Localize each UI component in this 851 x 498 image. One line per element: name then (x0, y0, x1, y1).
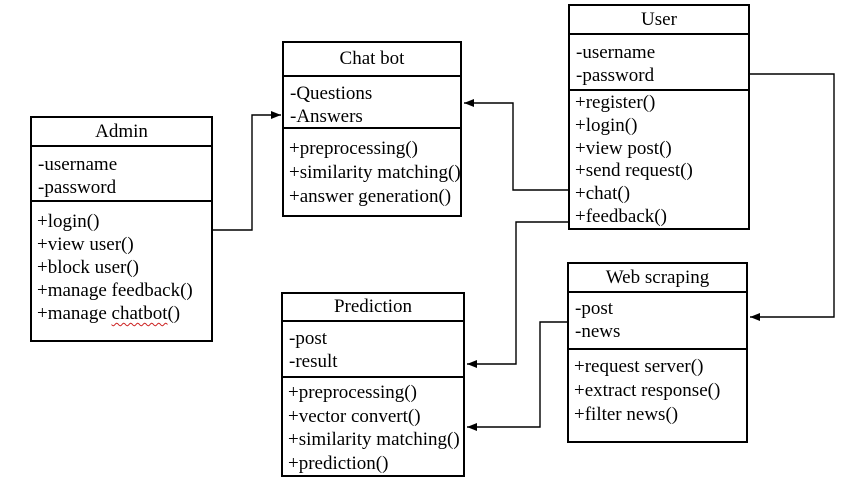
class-box-web-scraping: Web scraping -post -news +request server… (567, 262, 748, 443)
connector-admin-to-chatbot-arrow (213, 111, 281, 231)
connector-user-to-prediction-arrow (467, 221, 568, 368)
method: +answer generation() (289, 186, 452, 207)
method: +feedback() (575, 205, 667, 227)
connector-user-to-chatbot-arrow (464, 99, 568, 191)
method: +chat() (575, 183, 631, 205)
attribute: -username (38, 154, 118, 175)
user-methods-section: +register() +login() +view post() +send … (570, 91, 748, 229)
user-attributes-section: -username -password (570, 35, 748, 91)
attribute: -Answers (290, 106, 363, 127)
class-box-user: User -username -password +register() +lo… (568, 4, 750, 230)
attribute: -username (576, 42, 656, 63)
attribute: -password (576, 65, 655, 86)
attribute: -news (575, 321, 621, 342)
prediction-methods-section: +preprocessing() +vector convert() +simi… (283, 378, 463, 475)
connector-webscraping-to-prediction-arrow (467, 321, 567, 431)
chat-bot-attributes-section: -Questions -Answers (284, 77, 460, 129)
method: +request server() (574, 356, 704, 377)
attribute: -post (575, 298, 613, 319)
attribute: -password (38, 177, 117, 198)
class-title-chat-bot: Chat bot (284, 43, 460, 77)
method: +view post() (575, 137, 672, 159)
method: +vector convert() (288, 405, 421, 427)
method: +extract response() (574, 380, 721, 401)
attribute: -result (289, 351, 338, 372)
class-title-prediction: Prediction (283, 294, 463, 322)
method: +login() (575, 114, 638, 136)
admin-methods-section: +login() +view user() +block user() +man… (32, 202, 211, 325)
method: +prediction() (288, 452, 389, 474)
method: +preprocessing() (288, 382, 417, 403)
prediction-attributes-section: -post -result (283, 322, 463, 378)
method-manage-chatbot: +manage chatbot() (37, 302, 211, 325)
admin-attributes-section: -username -password (32, 147, 211, 202)
misspelled-word: chatbot (111, 303, 168, 324)
method: +similarity matching() (289, 162, 461, 183)
method: +login() (37, 211, 100, 232)
method: +send request() (575, 160, 693, 182)
class-title-admin: Admin (32, 118, 211, 147)
method: +filter news() (574, 404, 679, 425)
connector-user-to-webscraping-arrow (750, 73, 835, 321)
web-scraping-methods-section: +request server() +extract response() +f… (569, 350, 746, 427)
method: +register() (575, 92, 656, 113)
class-box-admin: Admin -username -password +login() +view… (30, 116, 213, 342)
web-scraping-attributes-section: -post -news (569, 293, 746, 350)
method: +manage feedback() (37, 280, 193, 301)
class-box-chat-bot: Chat bot -Questions -Answers +preprocess… (282, 41, 462, 217)
class-title-web-scraping: Web scraping (569, 264, 746, 293)
attribute: -post (289, 328, 327, 349)
method-text-suffix: () (167, 303, 181, 324)
method-text-prefix: +manage (37, 303, 112, 324)
method: +similarity matching() (288, 429, 460, 450)
attribute: -Questions (290, 83, 373, 104)
method: +block user() (37, 257, 139, 278)
method: +preprocessing() (289, 138, 418, 159)
method: +view user() (37, 234, 134, 255)
class-box-prediction: Prediction -post -result +preprocessing(… (281, 292, 465, 477)
class-title-user: User (570, 6, 748, 35)
chat-bot-methods-section: +preprocessing() +similarity matching() … (284, 129, 461, 209)
